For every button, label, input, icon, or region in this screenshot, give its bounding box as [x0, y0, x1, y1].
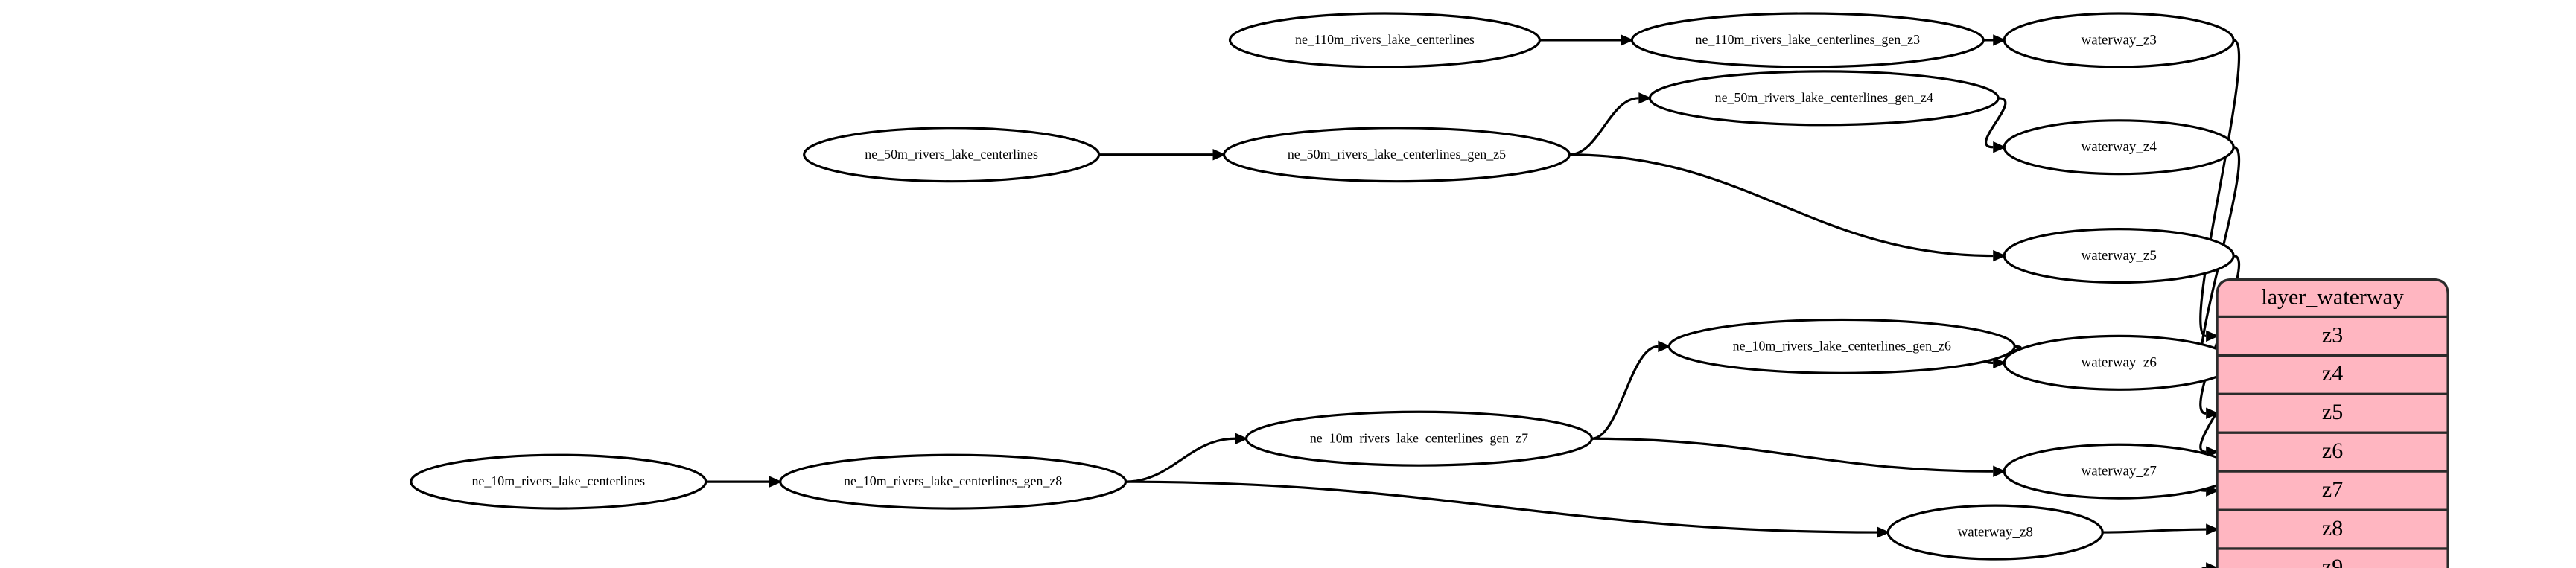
layer-table-row-label: z6	[2322, 438, 2343, 463]
graph-node-ne-10m-rivers-lake-centerlines[interactable]: ne_10m_rivers_lake_centerlines	[410, 453, 707, 510]
edge-arrowhead	[1993, 34, 2006, 46]
edge-arrowhead	[1993, 249, 2006, 262]
layer-table-header-cell	[2216, 278, 2449, 319]
node-label: ne_110m_rivers_lake_centerlines_gen_z3	[1696, 32, 1921, 47]
graph-node-ne-10m-rivers-lake-centerlines-gen-z8[interactable]: ne_10m_rivers_lake_centerlines_gen_z8	[779, 453, 1128, 510]
node-label: ne_10m_rivers_lake_centerlines	[471, 473, 645, 488]
graph-edge	[1569, 153, 1994, 258]
node-label: ne_10m_rivers_lake_centerlines_gen_z7	[1310, 430, 1528, 445]
graph-node-ne-50m-rivers-lake-centerlines-gen-z4[interactable]: ne_50m_rivers_lake_centerlines_gen_z4	[1648, 70, 2000, 127]
node-shape	[1222, 127, 1571, 183]
nodes-layer: imposm3osm_waterway_linestringosm_import…	[410, 12, 2235, 561]
node-shape	[1648, 70, 2000, 127]
edge-arrowhead	[1658, 340, 1671, 353]
layer-table-row-label: z3	[2322, 322, 2343, 347]
edge-arrowhead	[1235, 433, 1248, 444]
edge-arrowhead	[2206, 562, 2219, 568]
graph-edge	[1591, 437, 1994, 473]
node-label: waterway_z8	[1958, 524, 2033, 540]
layer-table-row-label: z4	[2322, 361, 2343, 386]
node-shape	[1228, 12, 1542, 68]
node-label: ne_10m_rivers_lake_centerlines_gen_z8	[844, 473, 1062, 488]
layer-table-row-label: z7	[2322, 477, 2343, 502]
node-shape	[2003, 227, 2235, 284]
graph-node-waterway-z6[interactable]: waterway_z6	[2003, 334, 2235, 391]
node-shape	[1667, 318, 2016, 374]
edge-arrowhead	[1877, 526, 1890, 538]
graph-edge	[2199, 39, 2241, 338]
graph-node-waterway-z7[interactable]: waterway_z7	[2003, 443, 2235, 500]
layer-table-header-label: layer_waterway	[2261, 284, 2403, 309]
graph-node-waterway-z8[interactable]: waterway_z8	[1886, 504, 2104, 561]
node-shape	[2003, 12, 2235, 68]
layer-table-row-label: z5	[2322, 400, 2343, 424]
graph-node-ne-50m-rivers-lake-centerlines[interactable]: ne_50m_rivers_lake_centerlines	[803, 127, 1101, 183]
graph-edge	[1591, 345, 1659, 440]
node-label: ne_50m_rivers_lake_centerlines_gen_z5	[1288, 147, 1506, 162]
node-label: ne_50m_rivers_lake_centerlines_gen_z4	[1715, 90, 1933, 105]
node-shape	[779, 453, 1128, 510]
edge-arrowhead	[2206, 523, 2219, 535]
node-shape	[1244, 410, 1593, 467]
edges-layer	[705, 34, 2241, 568]
node-shape	[803, 127, 1101, 183]
node-shape	[1886, 504, 2104, 561]
graph-edge	[1985, 97, 2007, 149]
layer-table-row-label: z8	[2322, 516, 2343, 540]
node-label: ne_10m_rivers_lake_centerlines_gen_z6	[1733, 339, 1951, 354]
edge-arrowhead	[1993, 141, 2006, 153]
graph-node-ne-10m-rivers-lake-centerlines-gen-z6[interactable]: ne_10m_rivers_lake_centerlines_gen_z6	[1667, 318, 2016, 374]
node-shape	[410, 453, 707, 510]
edge-arrowhead	[1993, 357, 2006, 369]
graph-node-ne-10m-rivers-lake-centerlines-gen-z7[interactable]: ne_10m_rivers_lake_centerlines_gen_z7	[1244, 410, 1593, 467]
node-shape	[1630, 12, 1985, 68]
edge-arrowhead	[1212, 149, 1226, 161]
edge-arrowhead	[2206, 407, 2219, 419]
edge-arrowhead	[2206, 330, 2219, 342]
node-label: ne_110m_rivers_lake_centerlines	[1295, 32, 1475, 47]
node-label: ne_50m_rivers_lake_centerlines	[865, 147, 1038, 162]
graph-edge	[1125, 480, 1877, 534]
graph-edge	[2102, 528, 2207, 534]
graph-edge	[1125, 437, 1235, 483]
edge-arrowhead	[1621, 34, 1634, 46]
node-label: waterway_z3	[2081, 32, 2156, 48]
node-label: waterway_z5	[2081, 248, 2156, 264]
edge-arrowhead	[1638, 92, 1652, 104]
graph-node-waterway-z4[interactable]: waterway_z4	[2003, 119, 2235, 176]
graph-node-waterway-z3[interactable]: waterway_z3	[2003, 12, 2235, 68]
edge-arrowhead	[1993, 465, 2006, 477]
graph-edge	[1569, 97, 1639, 156]
layer-table-row[interactable]	[2216, 547, 2449, 568]
graph-node-waterway-z5[interactable]: waterway_z5	[2003, 227, 2235, 284]
node-label: waterway_z4	[2081, 139, 2157, 155]
node-label: waterway_z6	[2081, 355, 2156, 371]
node-label: waterway_z7	[2081, 464, 2156, 479]
layer-table-row-label: z9	[2322, 555, 2343, 568]
graph-node-ne-110m-rivers-lake-centerlines-gen-z3[interactable]: ne_110m_rivers_lake_centerlines_gen_z3	[1630, 12, 1985, 68]
edge-arrowhead	[769, 476, 783, 488]
graph-node-ne-50m-rivers-lake-centerlines-gen-z5[interactable]: ne_50m_rivers_lake_centerlines_gen_z5	[1222, 127, 1571, 183]
graph-node-ne-110m-rivers-lake-centerlines[interactable]: ne_110m_rivers_lake_centerlines	[1228, 12, 1542, 68]
layer-waterway-table: layer_waterwayz3z4z5z6z7z8z9z10z11z12z13…	[2216, 278, 2449, 568]
node-shape	[2003, 119, 2235, 176]
